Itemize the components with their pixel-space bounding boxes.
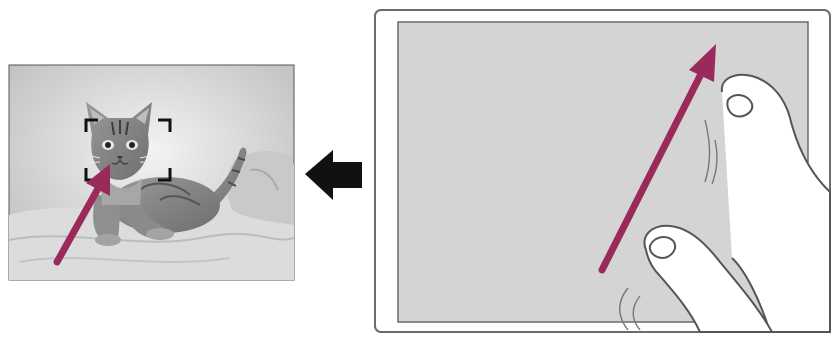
camera-preview-photo (9, 65, 294, 280)
left-arrow-icon (305, 150, 362, 200)
